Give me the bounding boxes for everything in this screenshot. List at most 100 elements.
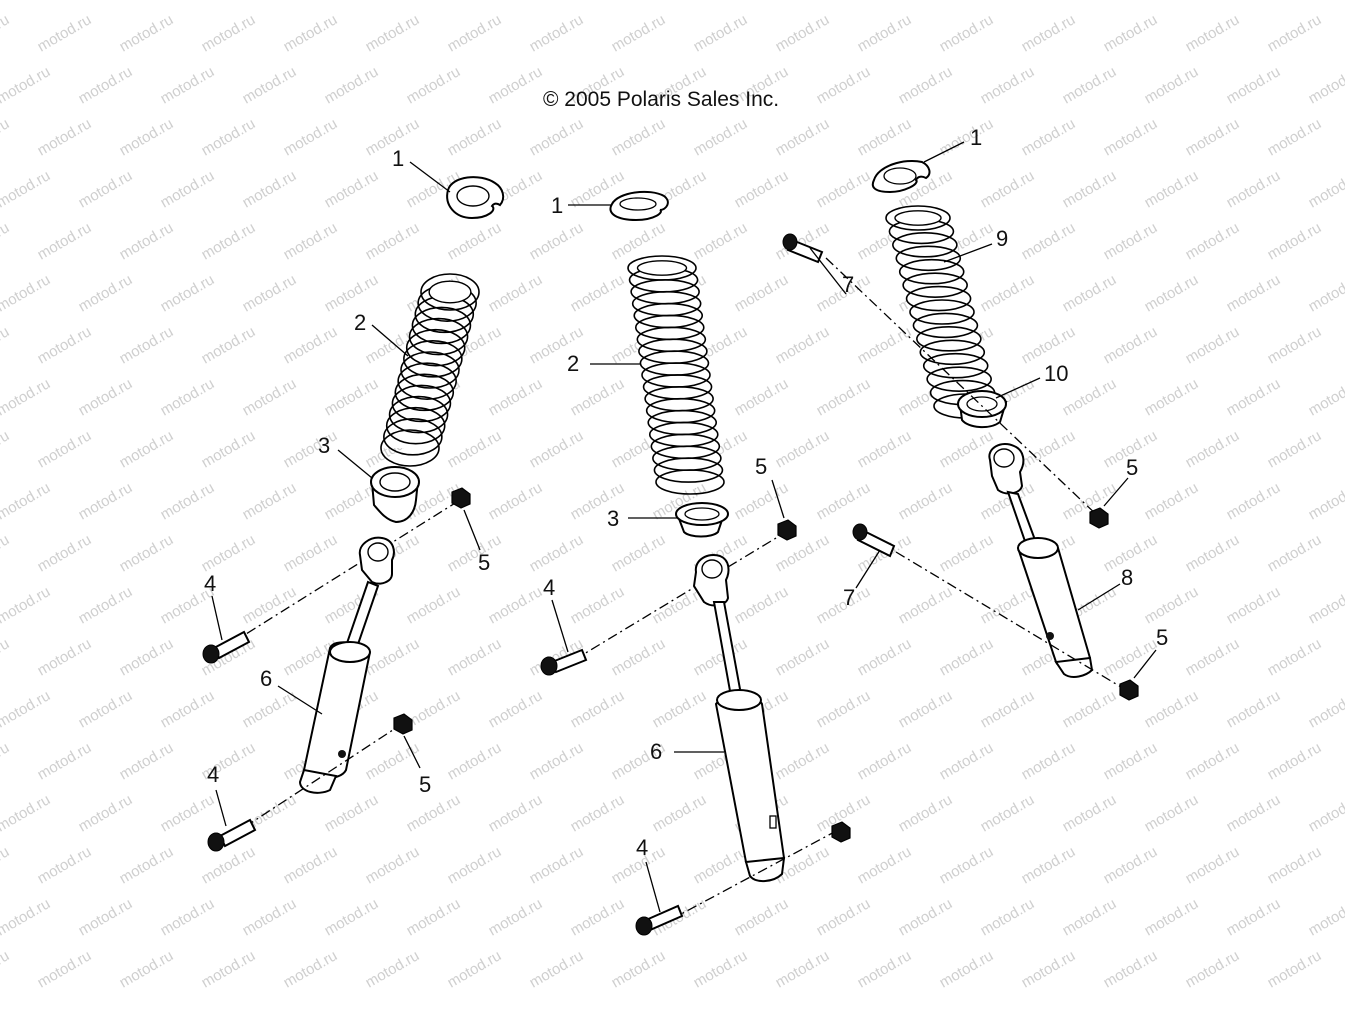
watermark-text: motod.ru (609, 531, 669, 575)
watermark-text: motod.ru (896, 895, 956, 939)
callout-center-adjuster: 3 (607, 506, 619, 531)
watermark-text: motod.ru (732, 895, 792, 939)
watermark-text: motod.ru (445, 11, 505, 55)
watermark-text: motod.ru (937, 115, 997, 159)
right-retainer-clip[interactable] (871, 160, 931, 194)
right-lower-nut[interactable] (1119, 679, 1139, 701)
watermark-text: motod.ru (1060, 0, 1120, 3)
watermark-text: motod.ru (322, 0, 382, 3)
callout-left-shock: 6 (260, 666, 272, 691)
spring-coil-turn (905, 285, 972, 312)
spring-coil-turn (411, 306, 472, 345)
watermark-text: motod.ru (158, 791, 218, 835)
right-lower-bolt[interactable] (852, 523, 896, 558)
watermark-text: motod.ru (1265, 531, 1325, 575)
watermark-text: motod.ru (937, 843, 997, 887)
watermark-text: motod.ru (1060, 271, 1120, 315)
left-lower-bolt[interactable] (207, 818, 257, 852)
callout-center-lower-bolt: 4 (636, 835, 648, 860)
watermark-text: motod.ru (0, 479, 53, 523)
watermark-text: motod.ru (199, 323, 259, 367)
watermark-text: motod.ru (322, 271, 382, 315)
spring-top-opening (636, 260, 688, 276)
watermark-text: motod.ru (0, 167, 53, 211)
watermark-text: motod.ru (0, 271, 53, 315)
watermark-text: motod.ru (486, 63, 546, 107)
watermark-text: motod.ru (609, 115, 669, 159)
watermark-text: motod.ru (35, 947, 95, 991)
watermark-text: motod.ru (1183, 947, 1243, 991)
center-lower-bolt[interactable] (635, 904, 684, 936)
center-shock-absorber[interactable] (692, 554, 786, 882)
watermark-text: motod.ru (199, 843, 259, 887)
left-coil-spring[interactable] (380, 273, 480, 467)
watermark-text: motod.ru (158, 895, 218, 939)
center-upper-nut[interactable] (777, 519, 797, 541)
watermark-text: motod.ru (1265, 947, 1325, 991)
watermark-text: motod.ru (568, 895, 628, 939)
watermark-text: motod.ru (1224, 583, 1284, 627)
left-shock-absorber[interactable] (298, 536, 395, 794)
watermark-text: motod.ru (691, 219, 751, 263)
spring-top-opening (428, 280, 472, 304)
watermark-text: motod.ru (1183, 11, 1243, 55)
watermark-text: motod.ru (1306, 0, 1345, 3)
watermark-text: motod.ru (0, 791, 53, 835)
right-shock-absorber[interactable] (988, 442, 1094, 678)
callout-right-retainer: 1 (970, 125, 982, 150)
callout-right-upper-bolt: 7 (842, 272, 854, 297)
left-upper-bolt[interactable] (202, 630, 251, 664)
watermark-text: motod.ru (76, 0, 136, 3)
leader-line (215, 789, 227, 827)
leader-line (771, 479, 785, 519)
left-spring-adjuster[interactable] (370, 466, 420, 524)
leader-line (1103, 477, 1129, 507)
watermark-text: motod.ru (1306, 687, 1345, 731)
right-spring-adjuster[interactable] (957, 390, 1008, 428)
watermark-text: motod.ru (1142, 791, 1202, 835)
watermark-text: motod.ru (35, 219, 95, 263)
center-upper-bolt[interactable] (540, 648, 588, 676)
watermark-text: motod.ru (1224, 479, 1284, 523)
watermark-text: motod.ru (76, 479, 136, 523)
watermark-text: motod.ru (896, 583, 956, 627)
center-coil-spring[interactable] (627, 255, 725, 495)
watermark-text: motod.ru (1060, 791, 1120, 835)
right-coil-spring[interactable] (885, 205, 999, 419)
right-upper-bolt[interactable] (782, 233, 824, 264)
center-spring-adjuster[interactable] (675, 502, 729, 538)
callout-center-spring: 2 (567, 351, 579, 376)
watermark-text: motod.ru (445, 947, 505, 991)
left-retainer-clip[interactable] (446, 176, 505, 220)
watermark-text: motod.ru (896, 0, 956, 3)
watermark-text: motod.ru (0, 947, 12, 991)
center-lower-nut[interactable] (831, 821, 851, 843)
watermark-text: motod.ru (199, 531, 259, 575)
watermark-text: motod.ru (1142, 375, 1202, 419)
watermark-text: motod.ru (773, 323, 833, 367)
center-retainer-clip[interactable] (609, 190, 669, 222)
spring-coil-turn (922, 352, 989, 379)
watermark-text: motod.ru (855, 947, 915, 991)
right-upper-nut[interactable] (1089, 507, 1109, 529)
watermark-text: motod.ru (1060, 687, 1120, 731)
watermark-text: motod.ru (322, 167, 382, 211)
callout-center-retainer: 1 (551, 193, 563, 218)
left-upper-nut[interactable] (451, 487, 471, 509)
callout-right-lower-nut: 5 (1156, 625, 1168, 650)
watermark-text: motod.ru (1306, 479, 1345, 523)
watermark-text: motod.ru (527, 843, 587, 887)
axis-line (895, 551, 1127, 691)
watermark-text: motod.ru (978, 687, 1038, 731)
left-lower-nut[interactable] (393, 713, 413, 735)
watermark-text: motod.ru (117, 219, 177, 263)
watermark-text: motod.ru (732, 0, 792, 3)
callout-left-spring: 2 (354, 310, 366, 335)
watermark-text: motod.ru (486, 0, 546, 3)
watermark-text: motod.ru (404, 63, 464, 107)
watermark-text: motod.ru (1265, 843, 1325, 887)
watermark-text: motod.ru (322, 63, 382, 107)
spring-coil-turn (380, 429, 440, 467)
callout-left-retainer: 1 (392, 146, 404, 171)
watermark-text: motod.ru (240, 375, 300, 419)
